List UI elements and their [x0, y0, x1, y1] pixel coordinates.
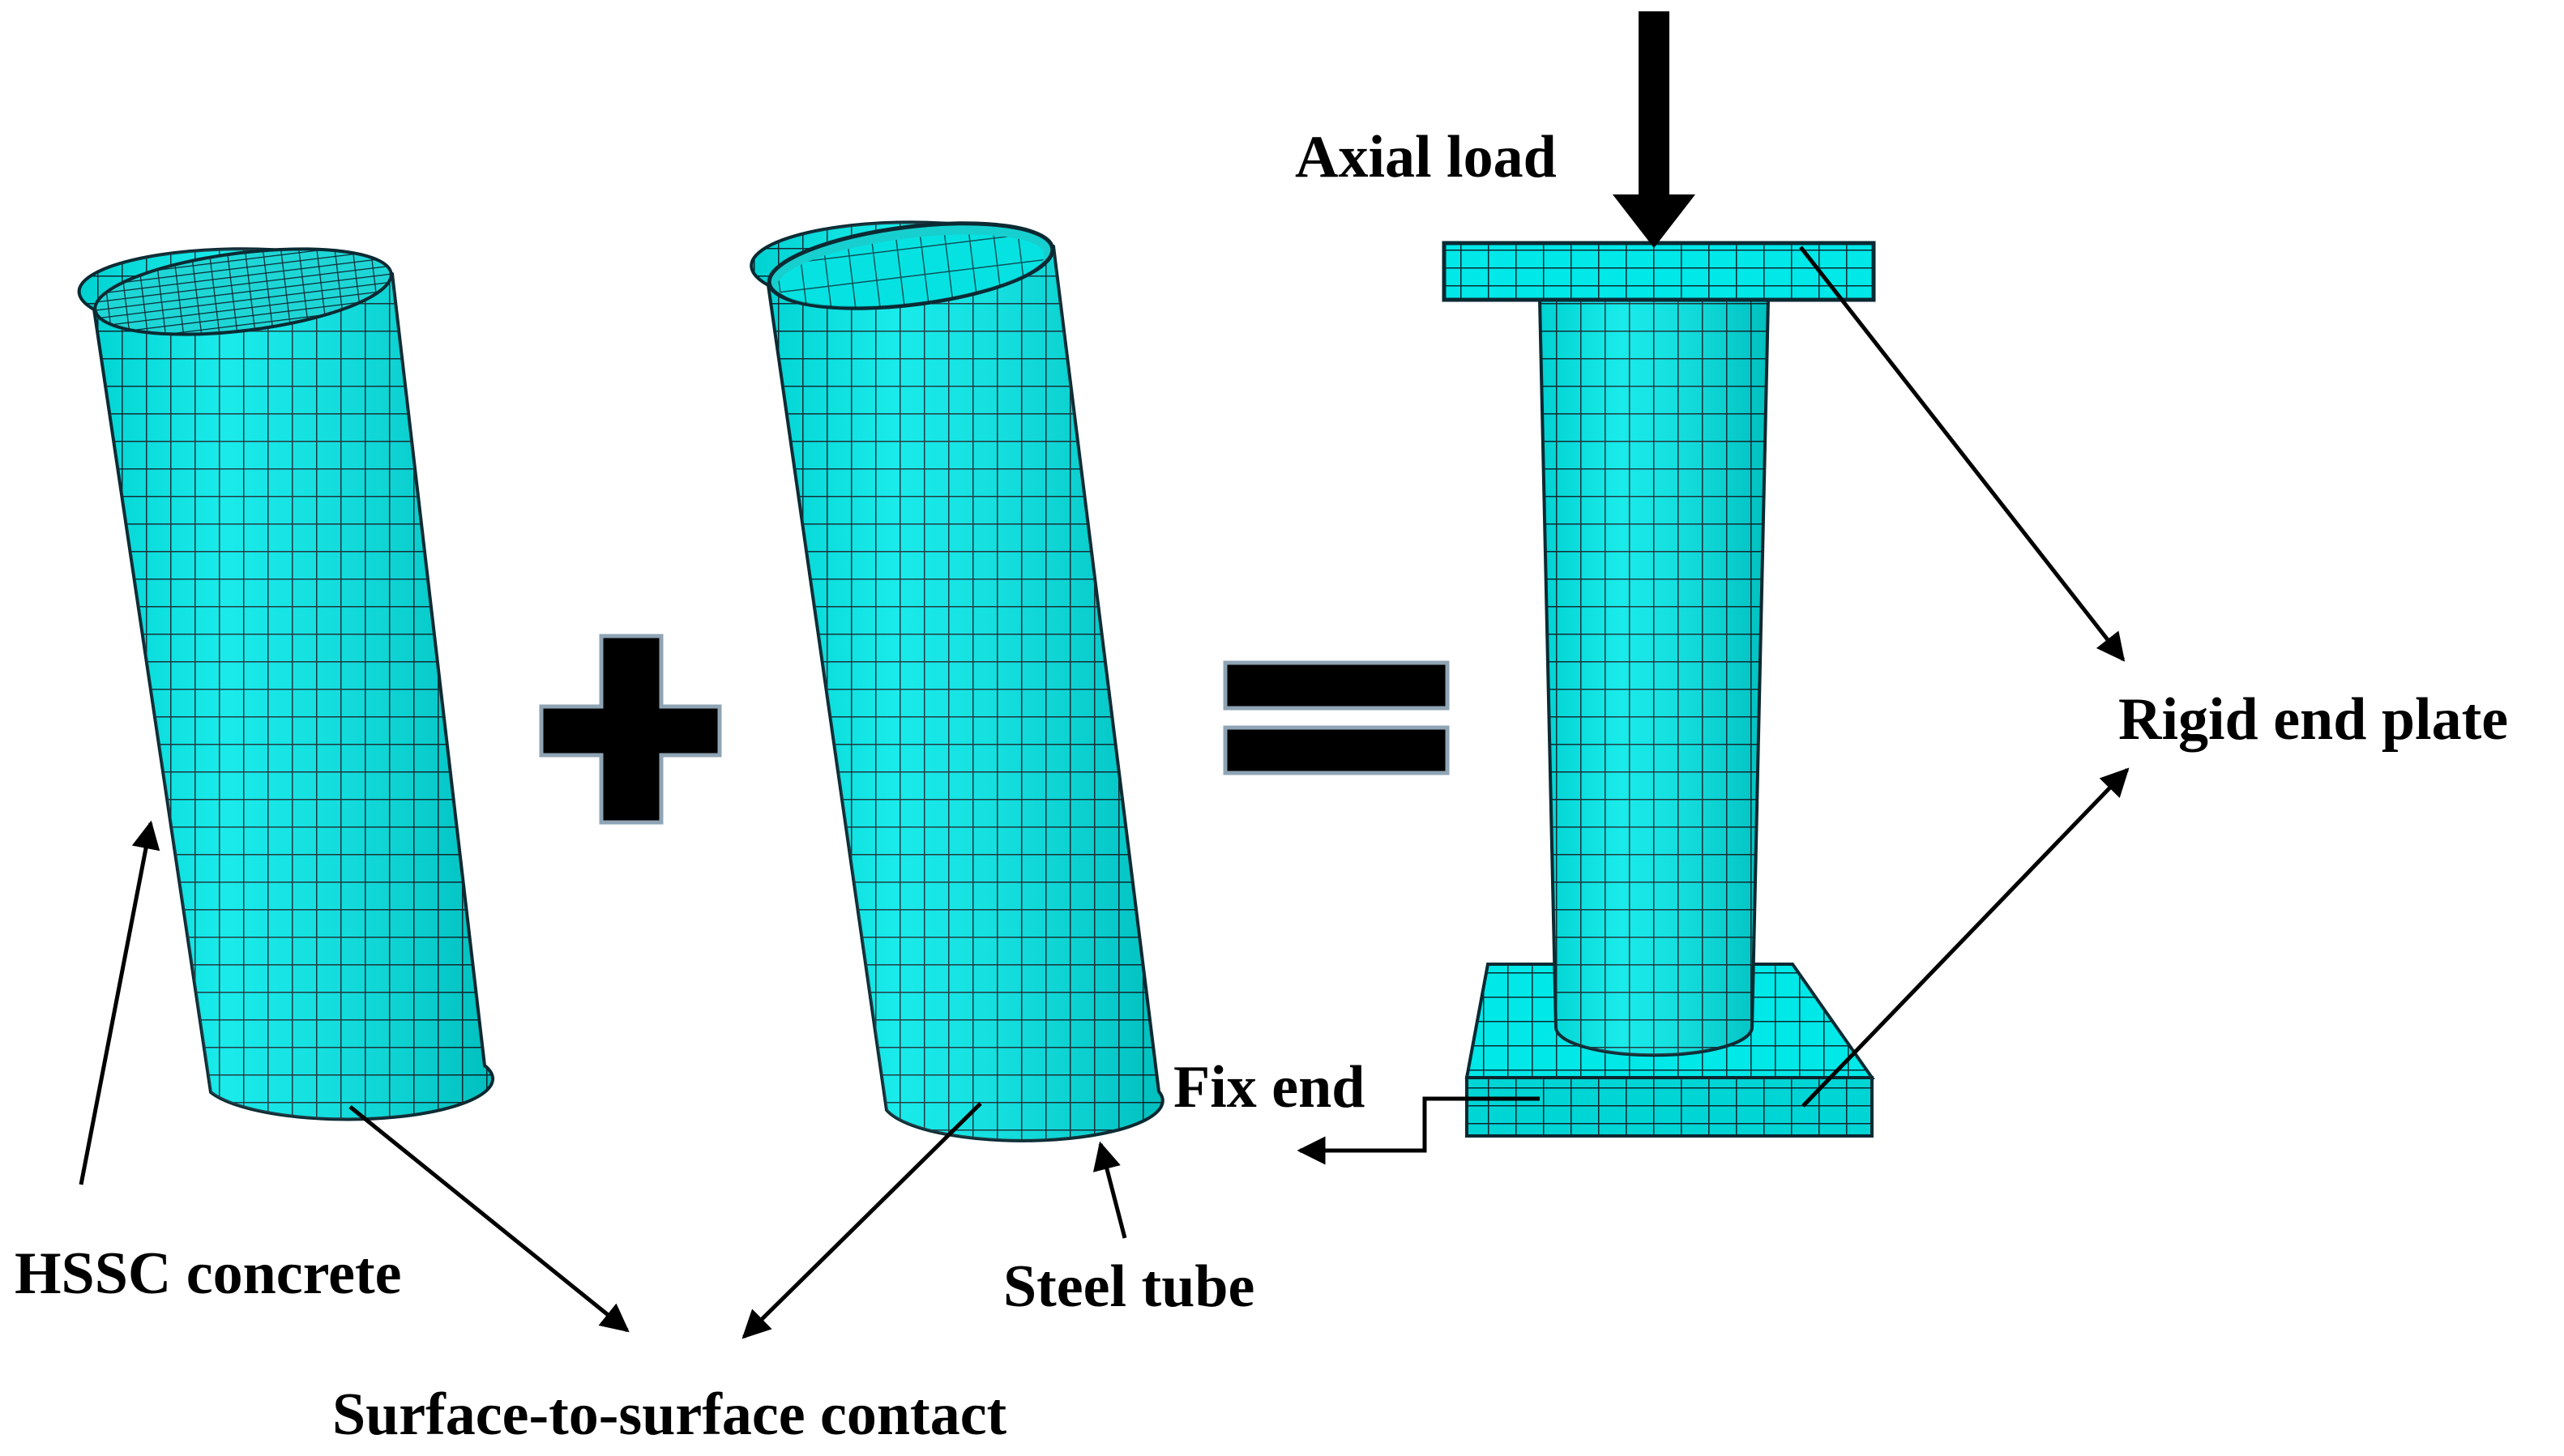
hssc-concrete-top-face — [93, 247, 393, 336]
plus-sign — [539, 634, 722, 825]
concrete-contact-arrow — [348, 1105, 630, 1333]
surface-to-surface-contact-label: Surface-to-surface contact — [332, 1381, 1007, 1448]
hssc-concrete-arrow — [79, 820, 160, 1185]
axial-load-label: Axial load — [1295, 124, 1557, 190]
steel-tube-label: Steel tube — [1003, 1253, 1254, 1320]
labels: Axial load Rigid end plate Fix end HSSC … — [15, 124, 2508, 1448]
hssc-concrete-label: HSSC concrete — [15, 1240, 402, 1307]
column-shaft — [1537, 298, 1771, 1057]
hssc-concrete-cylinder — [77, 247, 494, 1121]
equals-sign — [1223, 660, 1450, 775]
rigid-end-plate-arrow-bottom — [1801, 767, 2130, 1108]
fix-end-arrow — [1297, 1096, 1540, 1165]
top-end-plate — [1442, 241, 1876, 302]
rigid-end-plate-label: Rigid end plate — [2118, 686, 2508, 753]
tube-contact-arrow — [741, 1102, 982, 1339]
steel-tube-cylinder — [750, 220, 1164, 1142]
annotation-arrows — [79, 246, 2130, 1339]
fix-end-label: Fix end — [1173, 1054, 1365, 1121]
assembled-column — [1442, 241, 1876, 1138]
rigid-end-plate-arrow-top — [1799, 246, 2126, 662]
steel-tube-arrow — [1092, 1141, 1127, 1239]
axial-load-arrow — [1613, 11, 1695, 248]
